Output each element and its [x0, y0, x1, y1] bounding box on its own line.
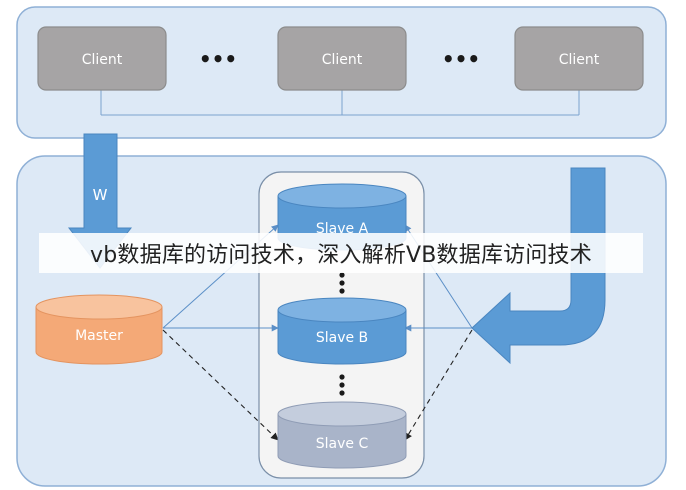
client-label-2: Client — [322, 52, 363, 68]
slave-c-label: Slave C — [316, 436, 369, 452]
write-arrow-label: W — [93, 186, 108, 204]
slave-b-label: Slave B — [316, 330, 368, 346]
slave-ellipsis-ab — [339, 272, 345, 294]
master-database: Master — [35, 294, 163, 365]
client-connector-lines — [100, 90, 580, 116]
master-label: Master — [75, 328, 123, 344]
client-node-1: Client — [37, 26, 167, 91]
slave-c-database: Slave C — [277, 401, 407, 469]
read-arrow — [471, 167, 606, 365]
replication-dashed-lines — [162, 329, 473, 441]
client-label-1: Client — [82, 52, 123, 68]
client-ellipsis-2: ••• — [442, 47, 480, 71]
slave-ellipsis-bc — [339, 374, 345, 396]
slave-b-database: Slave B — [277, 297, 407, 365]
client-node-2: Client — [277, 26, 407, 91]
client-ellipsis-1: ••• — [199, 47, 237, 71]
overlay-title: vb数据库的访问技术，深入解析VB数据库访问技术 — [39, 233, 643, 273]
client-node-3: Client — [514, 26, 644, 91]
client-label-3: Client — [559, 52, 600, 68]
